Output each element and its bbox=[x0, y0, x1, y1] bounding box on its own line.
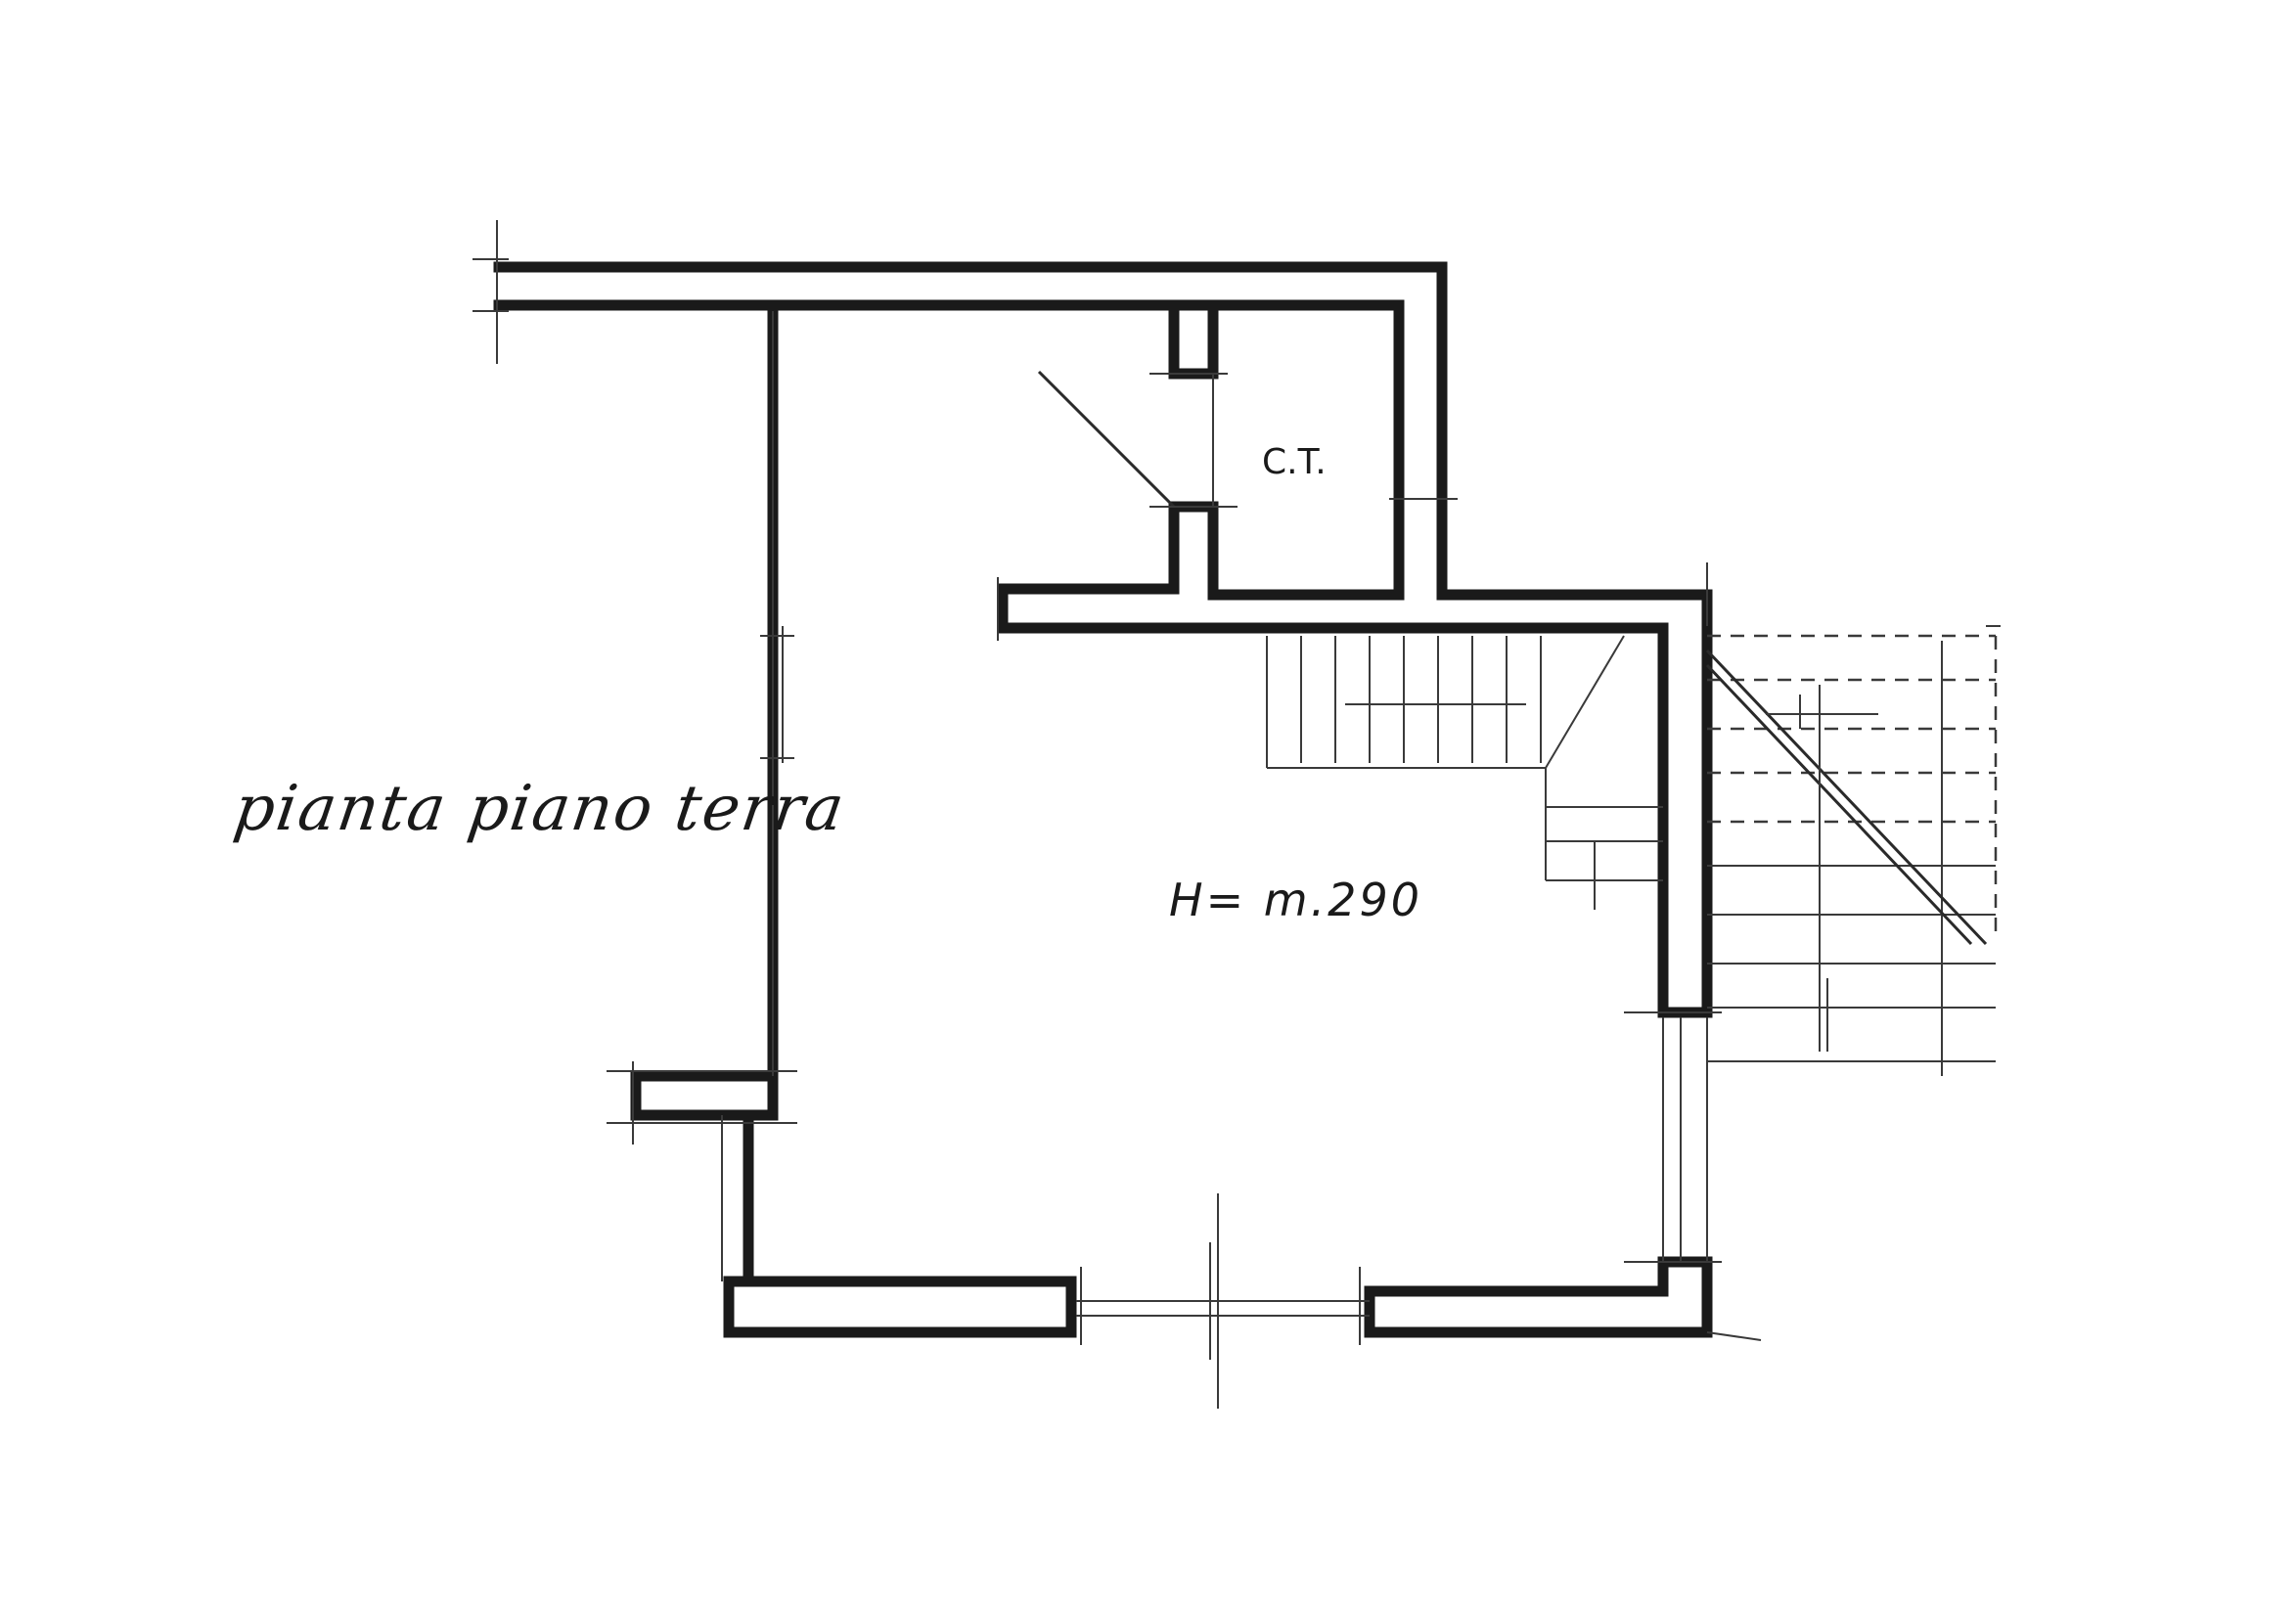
interior-stairs bbox=[1266, 635, 1663, 910]
room-height-label: H= m.290 bbox=[1169, 874, 1422, 926]
room-label-ct: C.T. bbox=[1262, 442, 1327, 482]
door-swing bbox=[1037, 370, 1238, 509]
dimension-ticks bbox=[473, 220, 1762, 1409]
exterior-stairs bbox=[1705, 625, 2001, 1076]
plan-title: pianta piano terra bbox=[229, 773, 850, 845]
